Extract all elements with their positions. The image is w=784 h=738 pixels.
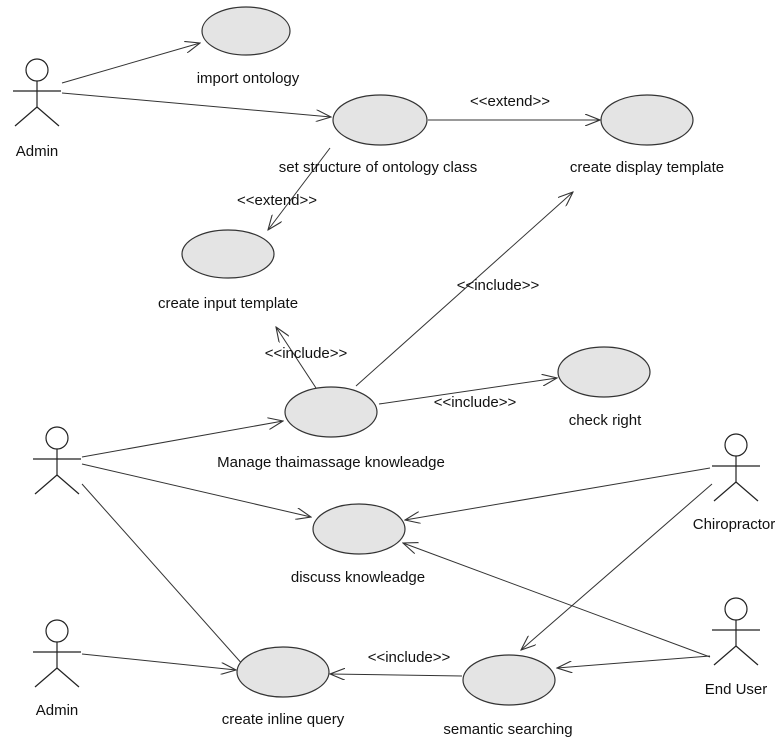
- relation-user_mid-to-manage: [81, 421, 283, 458]
- use-case-ellipse: [557, 346, 651, 398]
- relation-chiropractor-to-semantic_search: [521, 483, 713, 650]
- relation-manage-to-check_right: <<include>>: [378, 378, 557, 411]
- use-case-import-ontology: import ontology: [197, 6, 300, 87]
- use-case-label: discuss knowleadge: [291, 569, 425, 586]
- actor-end-user: End User: [705, 597, 768, 698]
- relation-arrow: [81, 421, 283, 458]
- relation-arrow: [405, 467, 711, 520]
- relation-arrow: [81, 483, 252, 675]
- actor-chiropractor: Chiropractor: [693, 433, 776, 533]
- actor-stick-figure-icon: [13, 58, 61, 127]
- use-case-label: semantic searching: [443, 721, 572, 738]
- actor-admin1: Admin: [13, 58, 61, 160]
- use-case-discuss: discuss knowleadge: [291, 503, 425, 586]
- use-case-manage: Manage thaimassage knowleadge: [217, 386, 445, 471]
- use-case-inline-query: create inline query: [222, 646, 345, 728]
- relation-end_user-to-discuss: [403, 543, 711, 658]
- use-case-label: Manage thaimassage knowleadge: [217, 454, 445, 471]
- actor-stick-figure-icon: [33, 619, 81, 688]
- use-case-set-structure: set structure of ontology class: [279, 94, 477, 176]
- actor-label: Admin: [36, 702, 79, 719]
- relation-semantic_search-to-inline_query: <<include>>: [330, 649, 463, 676]
- relation-arrow: [81, 463, 311, 517]
- relation-chiropractor-to-discuss: [405, 467, 711, 520]
- relation-arrow: [403, 543, 711, 658]
- relation-arrow: [81, 653, 236, 670]
- relation-arrow: [61, 92, 331, 117]
- relation-user_mid-to-inline_query: [81, 483, 252, 675]
- relation-stereotype-label: <<extend>>: [237, 192, 317, 209]
- use-case-check-right: check right: [557, 346, 651, 429]
- use-cases-layer: import ontology set structure of ontology…: [158, 6, 724, 738]
- relation-arrow: [276, 327, 317, 389]
- relation-arrow: [61, 43, 200, 84]
- use-case-create-display: create display template: [570, 94, 724, 176]
- use-case-ellipse: [600, 94, 694, 146]
- use-case-ellipse: [462, 654, 556, 706]
- relation-admin1-to-import_ontology: [61, 43, 200, 84]
- use-case-ellipse: [181, 229, 275, 279]
- actor-stick-figure-icon: [33, 426, 81, 495]
- use-case-semantic-search: semantic searching: [443, 654, 573, 738]
- relations-layer: <<extend>> <<extend>> <<include>> <<include…: [61, 43, 713, 676]
- relation-arrow: [378, 378, 557, 405]
- relation-stereotype-label: <<include>>: [457, 277, 540, 294]
- relation-set_structure-to-create_input: <<extend>>: [237, 147, 331, 230]
- relation-arrow: [330, 674, 463, 676]
- actor-label: Chiropractor: [693, 516, 776, 533]
- relation-stereotype-label: <<extend>>: [470, 93, 550, 110]
- relation-stereotype-label: <<include>>: [368, 649, 451, 666]
- relation-stereotype-label: <<include>>: [434, 394, 517, 411]
- use-case-ellipse: [284, 386, 378, 438]
- use-case-ellipse: [201, 6, 291, 56]
- actor-user-mid: [33, 426, 81, 495]
- actor-label: Admin: [16, 143, 59, 160]
- use-case-label: create input template: [158, 295, 298, 312]
- relation-stereotype-label: <<include>>: [265, 345, 348, 362]
- use-case-label: create display template: [570, 159, 724, 176]
- relation-arrow: [355, 192, 573, 387]
- relation-user_mid-to-discuss: [81, 463, 311, 517]
- relation-admin1-to-set_structure: [61, 92, 331, 117]
- use-case-label: check right: [569, 412, 642, 429]
- use-case-label: create inline query: [222, 711, 345, 728]
- relation-manage-to-create_input: <<include>>: [265, 327, 348, 389]
- use-case-ellipse: [332, 94, 428, 146]
- actor-admin2: Admin: [33, 619, 81, 719]
- actor-stick-figure-icon: [712, 597, 760, 666]
- use-case-ellipse: [312, 503, 406, 555]
- relation-manage-to-create_display: <<include>>: [355, 192, 573, 387]
- relation-arrow: [557, 655, 711, 668]
- use-case-create-input: create input template: [158, 229, 298, 312]
- relation-arrow: [268, 147, 331, 230]
- relation-end_user-to-semantic_search: [557, 655, 711, 668]
- actor-stick-figure-icon: [712, 433, 760, 502]
- actor-label: End User: [705, 681, 768, 698]
- use-case-label: import ontology: [197, 70, 300, 87]
- relation-set_structure-to-create_display: <<extend>>: [428, 93, 600, 120]
- relation-admin2-to-inline_query: [81, 653, 236, 670]
- use-case-label: set structure of ontology class: [279, 159, 477, 176]
- use-case-ellipse: [236, 646, 330, 698]
- relation-arrow: [521, 483, 713, 650]
